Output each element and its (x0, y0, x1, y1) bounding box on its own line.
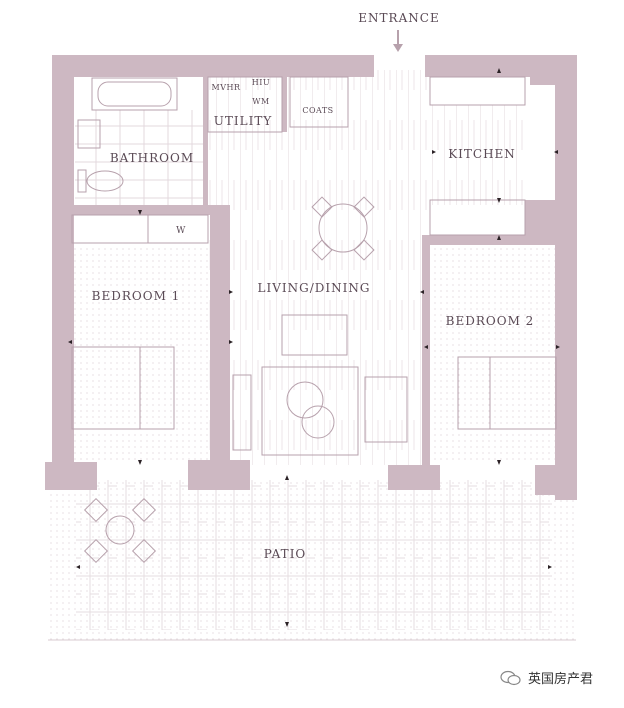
toilet (77, 169, 124, 193)
bed-2 (457, 356, 557, 430)
washbasin (77, 119, 101, 149)
walls (45, 55, 577, 500)
utility-label: UTILITY (214, 114, 273, 128)
kitchen-floor (430, 105, 525, 205)
bedroom2-floor (430, 245, 558, 460)
bed-1 (71, 346, 175, 430)
wardrobe-bed1 (71, 214, 209, 244)
bathroom-floor (75, 110, 205, 205)
w-label: W (176, 226, 186, 236)
watermark-text: 英国房产君 (528, 672, 594, 687)
sofa-right (364, 376, 408, 443)
kitchen-counters (429, 76, 526, 236)
coats-cupboard (289, 76, 349, 128)
living-floor (205, 70, 427, 465)
dimension-markers (68, 68, 560, 627)
room-floors (70, 70, 558, 465)
watermark: 英国房产君 (500, 668, 593, 687)
bedroom1-label: BEDROOM 1 (92, 289, 181, 303)
dining-table (311, 196, 375, 261)
patio-table (83, 497, 157, 564)
wechat-icon (500, 670, 522, 686)
bedroom1-floor (70, 245, 220, 460)
patio-label: PATIO (264, 547, 307, 561)
bedroom2-label: BEDROOM 2 (446, 314, 535, 328)
utility-cupboard (207, 76, 283, 133)
living-label: LIVING/DINING (258, 281, 371, 295)
rug-coffee-table (261, 366, 359, 456)
kitchen-label: KITCHEN (448, 147, 516, 161)
bathroom-label: BATHROOM (110, 151, 194, 165)
patio-area (48, 480, 576, 641)
wm-label: WM (252, 97, 269, 106)
mvhr-label: MVHR (212, 83, 241, 92)
entrance-label: ENTRANCE (358, 11, 439, 25)
hiu-label: HIU (252, 78, 270, 87)
armchair (281, 314, 348, 356)
coats-label: COATS (302, 106, 333, 115)
entrance-arrow (393, 30, 403, 52)
bathtub (91, 77, 178, 111)
sofa-left (232, 374, 252, 451)
